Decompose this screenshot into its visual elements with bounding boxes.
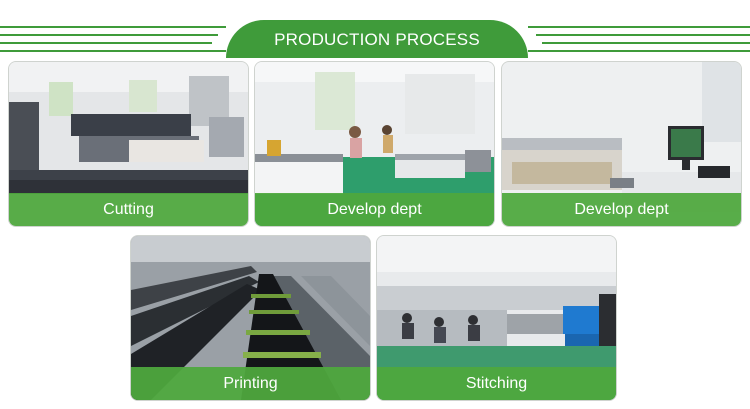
stitching-label-bar bbox=[377, 367, 616, 400]
header-stripe-right-4 bbox=[528, 50, 750, 52]
card-develop-dept-2: Develop dept bbox=[502, 62, 741, 226]
develop-dept-label-bar-2 bbox=[502, 193, 741, 226]
page-title: PRODUCTION PROCESS bbox=[274, 30, 480, 49]
cutting-photo bbox=[9, 62, 248, 226]
title-banner bbox=[226, 20, 528, 58]
card-label-develop-dept-1: Develop dept bbox=[327, 201, 422, 218]
card-develop-dept-1: Develop dept bbox=[255, 62, 494, 226]
card-label-printing: Printing bbox=[223, 375, 278, 392]
header-stripe-left-1 bbox=[0, 26, 226, 28]
header-stripe-right-3 bbox=[542, 42, 750, 44]
header: PRODUCTION PROCESS bbox=[0, 0, 750, 58]
header-stripe-left-2 bbox=[0, 34, 218, 36]
card-label-develop-dept-2: Develop dept bbox=[574, 201, 669, 218]
header-stripe-left-4 bbox=[0, 50, 226, 52]
card-stitching: Stitching bbox=[377, 236, 616, 400]
develop-dept-photo-2 bbox=[502, 62, 741, 226]
card-label-cutting: Cutting bbox=[103, 201, 154, 218]
header-stripe-left-3 bbox=[0, 42, 212, 44]
card-label-stitching: Stitching bbox=[465, 375, 528, 392]
cutting-label-bar bbox=[9, 193, 248, 226]
develop-dept-label-bar-1 bbox=[255, 193, 494, 226]
card-cutting: Cutting bbox=[9, 62, 248, 226]
header-stripe-right-1 bbox=[528, 26, 750, 28]
printing-label-bar bbox=[131, 367, 370, 400]
card-printing: Printing bbox=[131, 236, 370, 400]
header-stripe-right-2 bbox=[536, 34, 750, 36]
